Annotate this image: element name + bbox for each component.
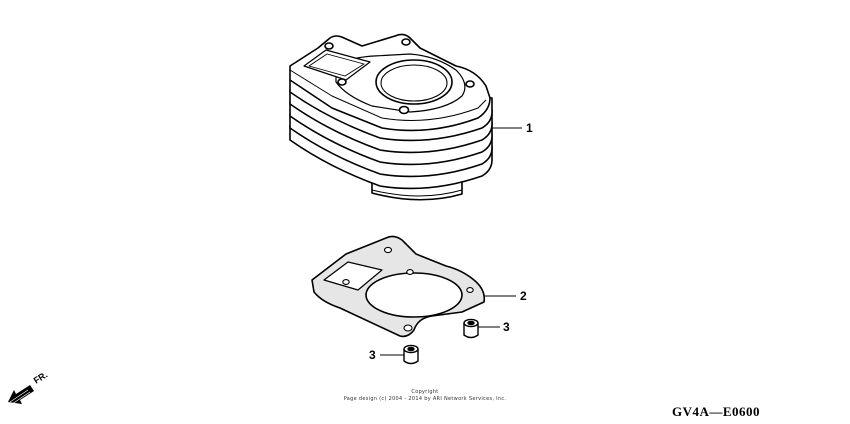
callout-2[interactable]: 2 xyxy=(520,289,527,303)
callout-3-right[interactable]: 3 xyxy=(503,320,510,334)
gasket-part[interactable] xyxy=(311,235,486,338)
callout-1[interactable]: 1 xyxy=(526,121,533,135)
front-indicator-label: FR. xyxy=(32,370,50,386)
copyright-line-2: Page design (c) 2004 - 2014 by ARI Netwo… xyxy=(343,396,507,402)
dowel-pin-left[interactable] xyxy=(403,344,419,365)
callout-3-left[interactable]: 3 xyxy=(369,348,376,362)
dowel-pin-right[interactable] xyxy=(463,318,479,339)
copyright-line-1: Copyright xyxy=(411,389,439,395)
cylinder-part[interactable] xyxy=(289,33,493,201)
front-direction-arrow-icon xyxy=(8,385,34,405)
diagram-reference-code: GV4A—E0600 xyxy=(672,404,761,419)
